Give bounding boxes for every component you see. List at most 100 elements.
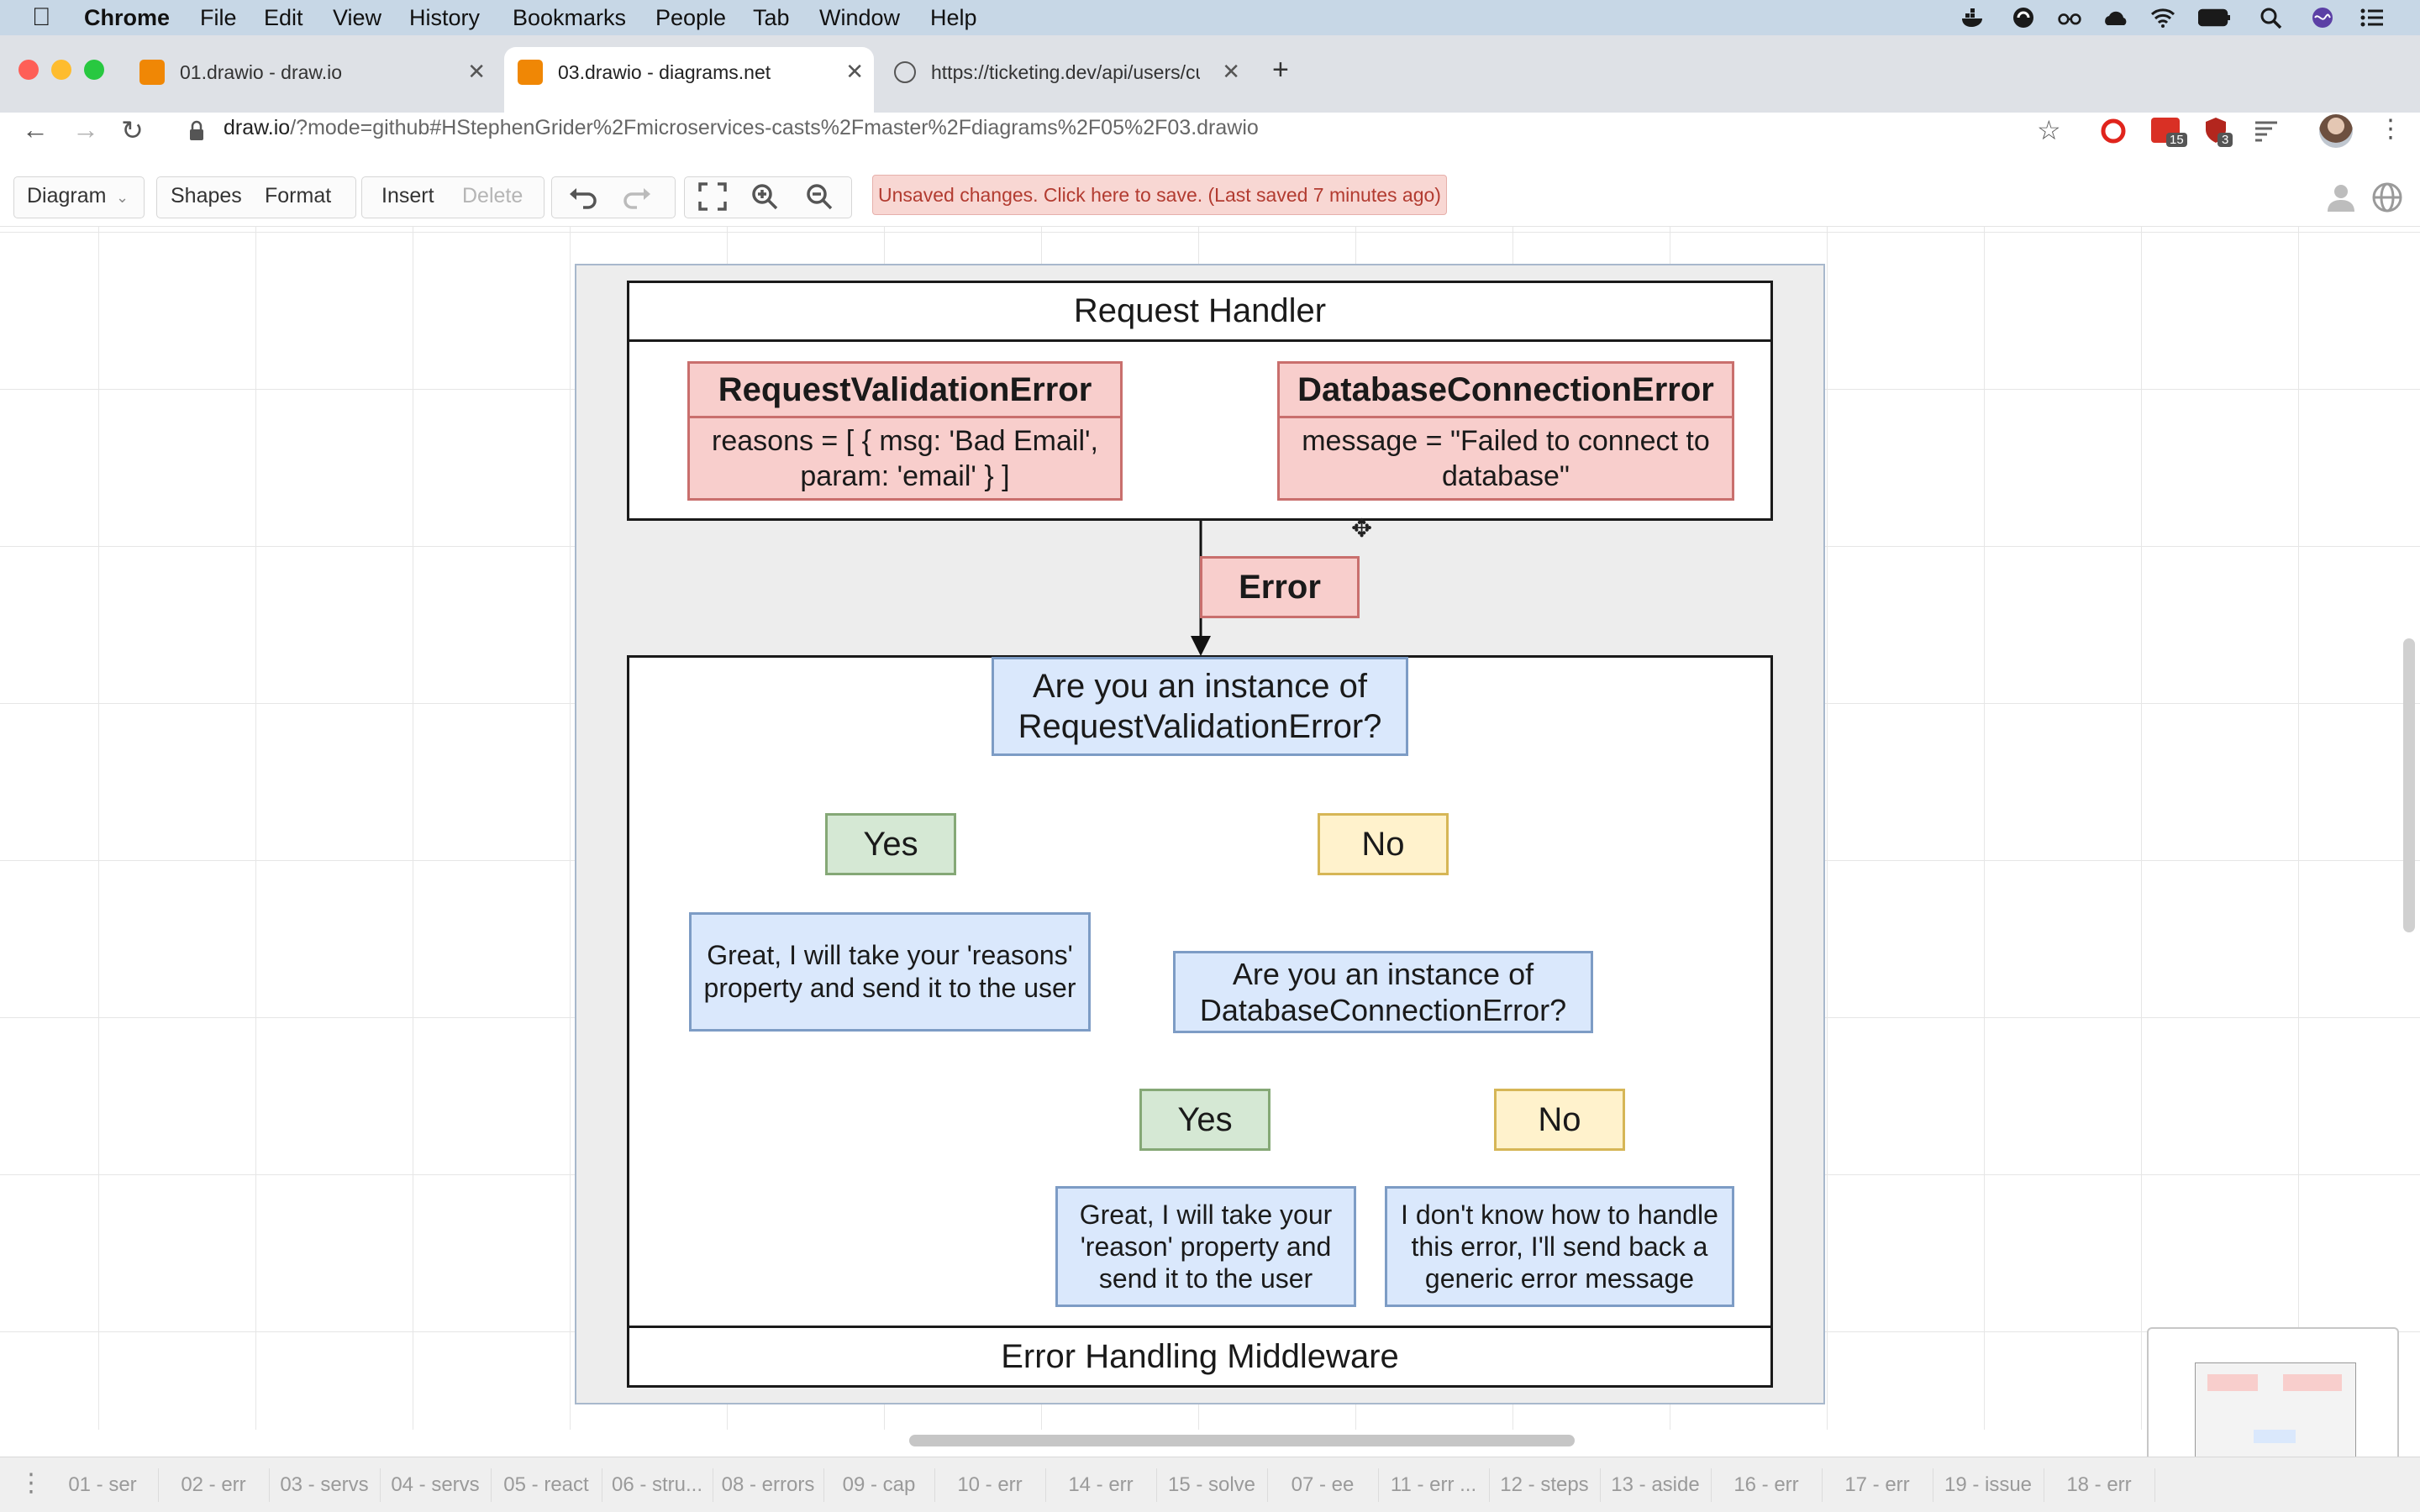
page-tab[interactable]: 16 - err [1711,1468,1823,1502]
forward-arrow-icon[interactable]: → [72,114,99,144]
zoom-in-icon[interactable] [750,181,780,212]
user-icon[interactable] [2326,183,2356,212]
tab-title: 01.drawio - draw.io [180,60,343,83]
page-tab[interactable]: 18 - err [2044,1468,2155,1502]
redo-icon[interactable] [620,184,654,209]
docker-icon[interactable] [1960,7,1986,29]
pages-menu-icon[interactable]: ⋮ [18,1469,44,1497]
siri-icon[interactable] [2310,7,2335,29]
profile-avatar[interactable] [2319,114,2353,148]
close-window-button[interactable] [18,60,39,80]
horizontal-scrollbar[interactable] [909,1435,1575,1446]
menu-bookmarks[interactable]: Bookmarks [513,5,627,30]
yes-node-1[interactable]: Yes [825,813,956,875]
chrome-menu-icon[interactable]: ⋮ [2378,115,2403,143]
request-validation-error-title[interactable]: RequestValidationError [687,361,1123,418]
reload-icon[interactable]: ↻ [121,115,144,145]
question-request-validation[interactable]: Are you an instance of RequestValidation… [992,657,1408,756]
undo-icon[interactable] [566,184,600,209]
wifi-icon[interactable] [2150,7,2175,29]
menu-tab[interactable]: Tab [753,5,790,30]
url-text[interactable]: draw.io/?mode=github#HStephenGrider%2Fmi… [224,116,1259,140]
shapes-format-group [156,176,356,218]
browser-tab-01-drawio[interactable]: 01.drawio - draw.io ✕ [139,50,486,94]
menu-file[interactable]: File [200,5,237,30]
answer-generic-error[interactable]: I don't know how to handle this error, I… [1385,1186,1734,1307]
close-tab-icon[interactable]: ✕ [845,59,864,84]
notification-center-icon[interactable] [2360,7,2385,29]
opera-extension-icon[interactable] [2101,118,2126,144]
bookmark-star-icon[interactable]: ☆ [2037,115,2061,145]
no-node-2[interactable]: No [1494,1089,1625,1151]
active-tab-background [504,47,874,113]
question-database-connection[interactable]: Are you an instance of DatabaseConnectio… [1173,951,1593,1033]
page-tab[interactable]: 08 - errors [713,1468,824,1502]
yes-node-2[interactable]: Yes [1139,1089,1270,1151]
tab-title: 03.drawio - diagrams.net [558,60,771,83]
cloud-icon[interactable] [2104,7,2129,29]
spotlight-search-icon[interactable] [2259,7,2284,29]
omnibox[interactable] [172,113,2092,151]
battery-icon[interactable] [2198,7,2232,29]
view-tools-group [684,176,852,218]
request-handler-title[interactable]: Request Handler [629,283,1770,342]
page-tab[interactable]: 19 - issue [1933,1468,2044,1502]
snapshot-icon[interactable] [2011,7,2036,29]
page-tab[interactable]: 03 - servs [269,1468,381,1502]
page-tab[interactable]: 07 - ee [1267,1468,1379,1502]
browser-tab-ticketing[interactable]: https://ticketing.dev/api/users/cu ✕ [894,50,1240,94]
page-tab[interactable]: 12 - steps [1489,1468,1601,1502]
language-globe-icon[interactable] [2371,181,2403,213]
zoom-out-icon[interactable] [804,181,834,212]
menu-app-name[interactable]: Chrome [84,5,171,30]
apple-icon[interactable]:  [32,4,51,31]
close-tab-icon[interactable]: ✕ [467,59,486,84]
minimize-window-button[interactable] [51,60,71,80]
back-arrow-icon[interactable]: ← [22,114,49,144]
menu-edit[interactable]: Edit [264,5,303,30]
menu-history[interactable]: History [409,5,481,30]
error-handling-middleware-title[interactable]: Error Handling Middleware [629,1326,1770,1386]
shapes-button[interactable]: Shapes [171,184,242,207]
menu-window[interactable]: Window [819,5,901,30]
browser-tab-03-drawio[interactable]: 03.drawio - diagrams.net ✕ [518,50,864,94]
glasses-icon[interactable] [2057,7,2082,29]
drawio-favicon-icon [518,60,543,85]
url-host: draw.io [224,116,291,139]
diagram-menu-label: Diagram [27,184,107,207]
error-node[interactable]: Error [1200,556,1360,618]
menu-people[interactable]: People [655,5,727,30]
menu-help[interactable]: Help [930,5,977,30]
page-tab[interactable]: 11 - err ... [1378,1468,1490,1502]
format-button[interactable]: Format [265,184,332,207]
menu-view[interactable]: View [333,5,382,30]
close-tab-icon[interactable]: ✕ [1222,59,1240,84]
page-tab[interactable]: 10 - err [934,1468,1046,1502]
lock-icon[interactable] [188,120,205,142]
page-tab[interactable]: 17 - err [1822,1468,1933,1502]
page-tab[interactable]: 04 - servs [380,1468,492,1502]
unsaved-changes-banner[interactable]: Unsaved changes. Click here to save. (La… [872,175,1447,215]
diagram-menu-button[interactable] [13,176,145,218]
new-tab-button[interactable]: + [1272,54,1289,86]
database-connection-error-body[interactable]: message = "Failed to connect to database… [1277,418,1734,501]
page-tab[interactable]: 09 - cap [823,1468,935,1502]
answer-send-reasons[interactable]: Great, I will take your 'reasons' proper… [689,912,1091,1032]
request-validation-error-body[interactable]: reasons = [ { msg: 'Bad Email', param: '… [687,418,1123,501]
page-tab[interactable]: 05 - react [491,1468,602,1502]
fullscreen-icon[interactable] [697,181,728,212]
page-tab[interactable]: 01 - ser [47,1468,159,1502]
list-extension-icon[interactable] [2254,119,2279,143]
page-tab[interactable]: 13 - aside [1600,1468,1712,1502]
delete-button[interactable]: Delete [462,184,523,207]
vertical-scrollbar[interactable] [2403,638,2415,932]
page-tab[interactable]: 15 - solve [1156,1468,1268,1502]
zoom-window-button[interactable] [84,60,104,80]
page-tab[interactable]: 02 - err [158,1468,270,1502]
page-tab[interactable]: 14 - err [1045,1468,1157,1502]
database-connection-error-title[interactable]: DatabaseConnectionError [1277,361,1734,418]
no-node-1[interactable]: No [1318,813,1449,875]
page-tab[interactable]: 06 - stru... [602,1468,713,1502]
answer-send-reason[interactable]: Great, I will take your 'reason' propert… [1055,1186,1356,1307]
insert-button[interactable]: Insert [381,184,434,207]
